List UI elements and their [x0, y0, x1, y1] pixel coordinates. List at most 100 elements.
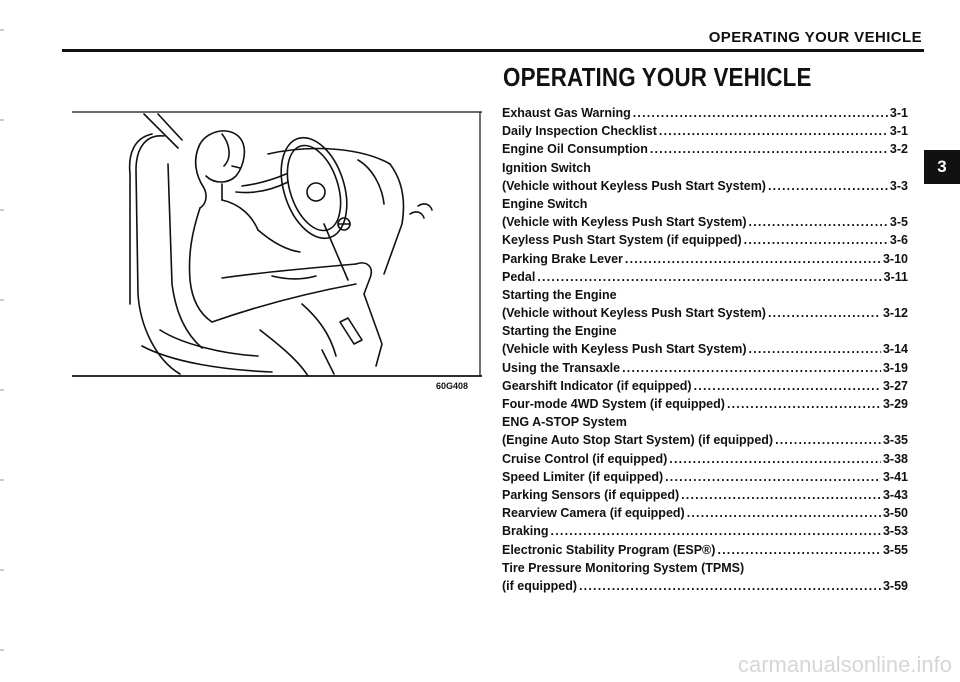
toc-entry-title: (if equipped): [502, 578, 577, 593]
toc-leader-dots: [749, 213, 888, 231]
toc-page-number: 3-43: [882, 487, 908, 502]
header-rule: [62, 49, 924, 52]
toc-entry-title: Exhaust Gas Warning: [502, 106, 631, 120]
toc-entry-title: ENG A-STOP System: [502, 415, 627, 430]
toc-leader-dots: [768, 177, 888, 195]
toc-entry-title: Rearview Camera (if equipped): [502, 506, 685, 521]
chapter-tab[interactable]: 3: [924, 150, 960, 184]
toc-leader-dots: [633, 104, 888, 122]
toc-entry[interactable]: Four-mode 4WD System (if equipped) 3-29: [502, 395, 908, 413]
toc-entry-title: Starting the Engine: [502, 324, 617, 339]
toc-entry[interactable]: Speed Limiter (if equipped) 3-41: [502, 468, 908, 486]
toc-entry[interactable]: Cruise Control (if equipped) 3-38: [502, 450, 908, 468]
toc-entry[interactable]: Gearshift Indicator (if equipped) 3-27: [502, 377, 908, 395]
toc-page-number: 3-50: [882, 506, 908, 521]
toc-entry-title: Parking Sensors (if equipped): [502, 487, 680, 502]
toc-leader-dots: [579, 577, 881, 595]
toc-entry[interactable]: Keyless Push Start System (if equipped) 3…: [502, 231, 908, 249]
toc-entry-title: Parking Brake Lever: [502, 251, 623, 266]
running-header: OPERATING YOUR VEHICLE: [708, 29, 922, 46]
toc-leader-dots: [669, 450, 881, 468]
toc-page-number: 3-6: [889, 233, 908, 248]
toc-leader-dots: [749, 340, 881, 358]
toc-page-number: 3-35: [882, 433, 908, 448]
toc-page-number: 3-12: [882, 306, 908, 321]
toc-entry-title: Daily Inspection Checklist: [502, 124, 657, 139]
toc-page-number: 3-14: [882, 342, 908, 357]
toc-entry-title: (Vehicle without Keyless Push Start Syst…: [502, 178, 766, 193]
toc-leader-dots: [659, 122, 888, 140]
toc-entry-title: Cruise Control (if equipped): [502, 451, 668, 466]
toc-leader-dots: [625, 250, 881, 268]
toc-entry[interactable]: Engine Oil Consumption 3-2: [502, 140, 908, 158]
toc-entry-title: Engine Switch: [502, 196, 588, 211]
toc-entry-title: Pedal: [502, 269, 536, 284]
toc-leader-dots: [744, 231, 888, 249]
toc-entry[interactable]: Braking 3-53: [502, 522, 908, 540]
toc-page-number: 3-11: [883, 269, 908, 284]
watermark: carmanualsonline.info: [737, 652, 952, 677]
toc-leader-dots: [551, 522, 881, 540]
toc-entry-title: Starting the Engine: [502, 287, 617, 302]
toc-entry[interactable]: Daily Inspection Checklist 3-1: [502, 122, 908, 140]
toc-entry-title: Ignition Switch: [502, 160, 591, 175]
toc-leader-dots: [622, 359, 881, 377]
toc-page-number: 3-59: [882, 578, 908, 593]
toc-entry[interactable]: (Vehicle with Keyless Push Start System)…: [502, 213, 908, 231]
toc-entry[interactable]: Exhaust Gas Warning 3-1: [502, 104, 908, 122]
toc-page-number: 3-38: [882, 451, 908, 466]
toc-leader-dots: [650, 140, 888, 158]
toc-entry[interactable]: (Vehicle with Keyless Push Start System)…: [502, 340, 908, 358]
toc-entry-title: Four-mode 4WD System (if equipped): [502, 397, 725, 411]
toc-leader-dots: [687, 504, 881, 522]
toc-leader-dots: [537, 268, 881, 286]
figure-label: 60G408: [436, 381, 469, 391]
toc-entry-title: (Vehicle with Keyless Push Start System): [502, 215, 747, 230]
toc-page-number: 3-19: [882, 360, 908, 375]
toc-entry[interactable]: Parking Brake Lever 3-10: [502, 250, 908, 268]
toc-leader-dots: [768, 304, 881, 322]
toc-page-number: 3-27: [882, 378, 908, 393]
toc-leader-dots: [694, 377, 881, 395]
toc-entry: Starting the Engine: [502, 286, 908, 304]
toc-page-number: 3-3: [889, 178, 908, 193]
toc-page-number: 3-53: [882, 524, 908, 539]
toc-entry[interactable]: Rearview Camera (if equipped) 3-50: [502, 504, 908, 522]
toc-entry[interactable]: Using the Transaxle3-19: [502, 359, 908, 377]
scan-edge-marks: [0, 29, 4, 651]
toc-entry-title: Electronic Stability Program (ESP®): [502, 542, 716, 557]
toc-entry-title: (Vehicle with Keyless Push Start System): [502, 342, 747, 357]
toc-page-number: 3-1: [889, 124, 908, 139]
toc-page-number: 3-2: [889, 142, 908, 157]
toc-page-number: 3-41: [882, 469, 908, 484]
toc-entry-title: (Vehicle without Keyless Push Start Syst…: [502, 306, 766, 321]
toc-entry[interactable]: Pedal 3-11: [502, 268, 908, 286]
toc-entry-title: Braking: [502, 524, 549, 539]
toc-entry[interactable]: Parking Sensors (if equipped) 3-43: [502, 486, 908, 504]
toc-entry[interactable]: (if equipped) 3-59: [502, 577, 908, 595]
toc-entry: Tire Pressure Monitoring System (TPMS): [502, 559, 908, 577]
toc-page-number: 3-1: [889, 106, 908, 120]
section-heading: OPERATING YOUR VEHICLE: [503, 62, 812, 92]
toc-entry: ENG A-STOP System: [502, 413, 908, 431]
toc-entry-title: Tire Pressure Monitoring System (TPMS): [502, 560, 745, 575]
toc-entry-title: Speed Limiter (if equipped): [502, 469, 664, 484]
toc-leader-dots: [727, 395, 881, 413]
toc-leader-dots: [717, 541, 881, 559]
toc-page-number: 3-55: [882, 542, 908, 557]
toc-entry-title: Keyless Push Start System (if equipped): [502, 233, 742, 248]
toc-entry[interactable]: (Engine Auto Stop Start System) (if equi…: [502, 431, 908, 449]
toc-entry-title: Engine Oil Consumption: [502, 142, 648, 157]
toc-entry[interactable]: Electronic Stability Program (ESP®) 3-55: [502, 541, 908, 559]
toc-entry[interactable]: (Vehicle without Keyless Push Start Syst…: [502, 177, 908, 195]
toc-page-number: 3-29: [882, 397, 908, 411]
toc-leader-dots: [681, 486, 881, 504]
toc-entry[interactable]: (Vehicle without Keyless Push Start Syst…: [502, 304, 908, 322]
toc-leader-dots: [775, 431, 881, 449]
toc-leader-dots: [665, 468, 881, 486]
toc-entry-title: Gearshift Indicator (if equipped): [502, 378, 692, 393]
toc-entry: Ignition Switch: [502, 159, 908, 177]
toc-page-number: 3-10: [882, 251, 908, 266]
toc-entry-title: (Engine Auto Stop Start System) (if equi…: [502, 433, 774, 448]
